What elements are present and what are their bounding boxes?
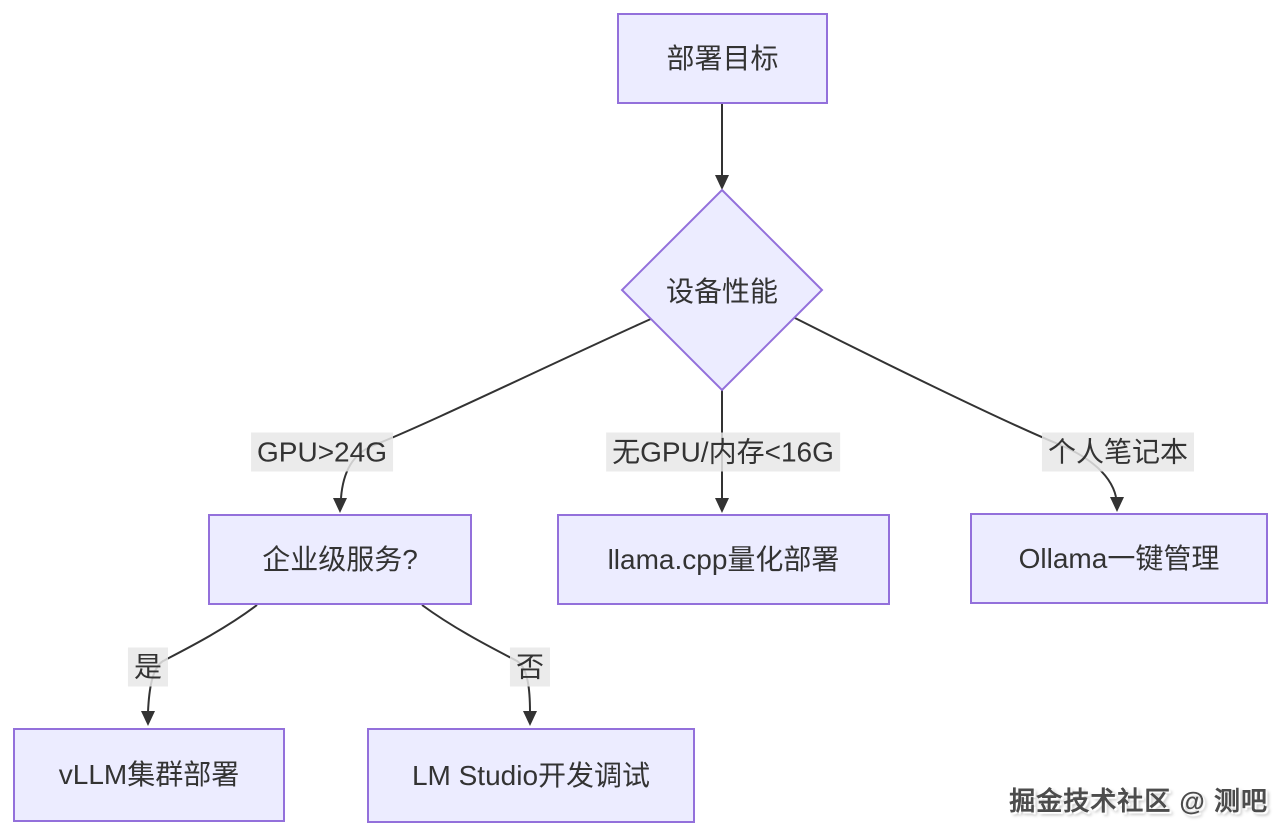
edge-label-no: 否 (509, 647, 551, 687)
node-enterprise-service: 企业级服务? (208, 514, 472, 605)
arrowhead-enterprise-to-lmstudio (523, 711, 537, 726)
node-deploy-target: 部署目标 (617, 13, 828, 104)
node-lm-studio: LM Studio开发调试 (367, 728, 695, 823)
arrowhead-performance-to-ollama (1110, 497, 1124, 512)
edge-label-no-gpu-mem-lt-16g: 无GPU/内存<16G (606, 432, 840, 472)
edge-label-yes: 是 (127, 647, 169, 687)
edge-label-personal-laptop: 个人笔记本 (1041, 432, 1195, 472)
watermark: 掘金技术社区 @ 测吧 (1009, 786, 1268, 816)
arrowhead-deploy-to-performance (715, 175, 729, 190)
node-llama-cpp: llama.cpp量化部署 (557, 514, 890, 605)
arrowhead-enterprise-to-vllm (141, 711, 155, 726)
edge-label-gpu-gt-24g: GPU>24G (251, 432, 393, 472)
node-vllm: vLLM集群部署 (13, 728, 285, 822)
node-device-performance: 设备性能 (665, 276, 779, 307)
arrowhead-performance-to-enterprise (333, 498, 347, 513)
arrowhead-performance-to-llama (715, 498, 729, 513)
node-ollama: Ollama一键管理 (970, 513, 1268, 604)
